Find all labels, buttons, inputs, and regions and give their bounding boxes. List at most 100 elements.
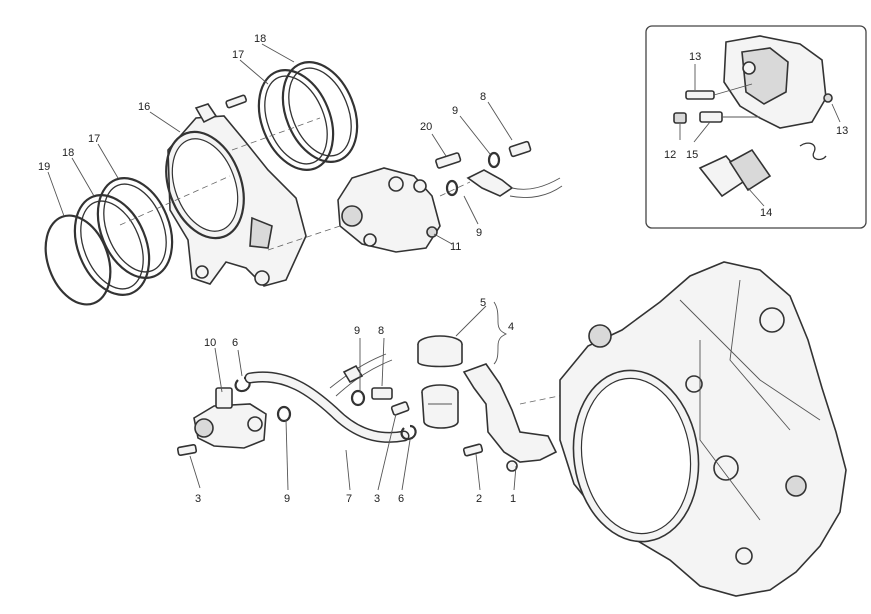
inset-bleed-screw (685, 90, 715, 100)
master-cylinder-outlet (247, 416, 263, 432)
callout-16: 16 (138, 101, 150, 113)
hose-fitting-small (342, 364, 364, 384)
hose-clamp-6-right (400, 424, 417, 441)
callout-20: 20 (420, 121, 432, 133)
callout-8-middle: 8 (378, 325, 384, 337)
caliper-screw-11 (426, 226, 438, 238)
callout-5: 5 (480, 297, 486, 309)
mounting-hole-lower-right (254, 270, 270, 286)
banjo-fitting (466, 169, 514, 197)
caliper-boss-right (413, 179, 427, 193)
housing-bore-inner (580, 377, 692, 535)
callout-3-middle: 3 (374, 493, 380, 505)
callout-13-right: 13 (836, 125, 848, 137)
callout-6-left: 6 (232, 337, 238, 349)
washer-9-lower (445, 179, 459, 197)
inset-clip-13 (799, 142, 827, 161)
inset-pad-right (728, 148, 772, 192)
caliper-port (341, 205, 363, 227)
detail-inset: 13 12 15 13 14 (645, 25, 867, 229)
mounting-plate-tab (194, 103, 218, 124)
seal-ring-17-left-inner (103, 183, 167, 273)
reservoir-bracket-1 (462, 363, 558, 463)
callout-6-right: 6 (398, 493, 404, 505)
bracket-group (462, 363, 558, 472)
hose-upper-out (511, 177, 561, 190)
callout-9-caliper: 9 (476, 227, 482, 239)
callout-9-middle: 9 (354, 325, 360, 337)
callout-leaders (47, 43, 517, 491)
banjo-bolt-8-middle (371, 387, 393, 400)
callout-17-right: 17 (232, 49, 244, 61)
clutch-hose-7 (244, 353, 410, 443)
callout-10: 10 (204, 337, 216, 349)
washer-9-upper (487, 151, 501, 169)
callout-9-top: 9 (452, 105, 458, 117)
reservoir-cap-side (417, 344, 463, 368)
clutch-housing (559, 261, 847, 597)
seal-ring-17-right-inner (264, 75, 328, 165)
middle-fittings (350, 387, 417, 441)
inset-nut-13 (823, 93, 833, 103)
seal-ring-17-right-outer (257, 69, 335, 171)
master-cylinder-group (176, 376, 292, 456)
inset-fitting-15 (699, 111, 723, 123)
callout-18-left: 18 (62, 147, 74, 159)
washer-9-middle (350, 389, 366, 407)
bolt-20 (435, 152, 462, 169)
screw-3-left (176, 444, 198, 456)
master-cylinder-end (194, 418, 214, 438)
callout-3-left: 3 (195, 493, 201, 505)
caliper-boss-bottom (363, 233, 377, 247)
assembly-lines (119, 117, 589, 405)
callout-18-right: 18 (254, 33, 266, 45)
mounting-plate-bore (165, 130, 245, 240)
callout-11: 11 (450, 241, 461, 253)
seal-ring-18-right-outer (281, 61, 359, 163)
o-ring-19 (44, 214, 112, 306)
callout-13-upper: 13 (689, 51, 701, 63)
housing-boss-lower-right (785, 475, 807, 497)
housing-boss-center (685, 375, 703, 393)
reservoir-group (417, 335, 463, 429)
callout-2: 2 (476, 493, 482, 505)
housing-boss-top (588, 324, 612, 348)
callout-9-lower: 9 (284, 493, 290, 505)
caliper-boss-top (388, 176, 404, 192)
seal-ring-17-left-outer (96, 177, 174, 279)
callout-4: 4 (508, 321, 514, 333)
screw-above-plate (225, 94, 248, 109)
mounting-hole-lower-left (195, 265, 209, 279)
inset-caliper-piston (741, 47, 789, 105)
callout-12: 12 (664, 149, 676, 161)
mounting-plate-slot (249, 216, 273, 249)
callout-17-left: 17 (88, 133, 100, 145)
seal-ring-18-left-outer (73, 194, 151, 296)
callout-1: 1 (510, 493, 516, 505)
housing-boss-bottom (735, 547, 753, 565)
brace-4 (493, 301, 508, 365)
master-cylinder-inlet (215, 387, 233, 409)
banjo-bolt-8 (508, 140, 532, 158)
callout-numbers: 19 18 17 16 17 18 20 9 8 9 11 10 6 3 9 7… (38, 33, 516, 505)
housing-boss-mid (713, 455, 739, 481)
caliper-assembly (337, 140, 563, 253)
inset-bleed-port (742, 61, 756, 75)
callout-7: 7 (346, 493, 352, 505)
inset-fitting-12 (673, 112, 687, 124)
seal-ring-18-left-inner (80, 200, 144, 290)
screw-2 (462, 443, 484, 457)
screw-3-middle (390, 401, 410, 416)
callout-14: 14 (760, 207, 772, 219)
mounting-plate-16 (165, 94, 307, 287)
mounting-plate-bore-inner (171, 138, 239, 232)
housing-boss-upper-right (759, 307, 785, 333)
bracket-hole (506, 460, 518, 472)
seal-ring-18-right-inner (288, 67, 352, 157)
washer-9-lower-left (276, 405, 292, 423)
seal-rings-group (44, 61, 359, 306)
reservoir-body (421, 391, 459, 429)
callout-15: 15 (686, 149, 698, 161)
callout-19: 19 (38, 161, 50, 173)
